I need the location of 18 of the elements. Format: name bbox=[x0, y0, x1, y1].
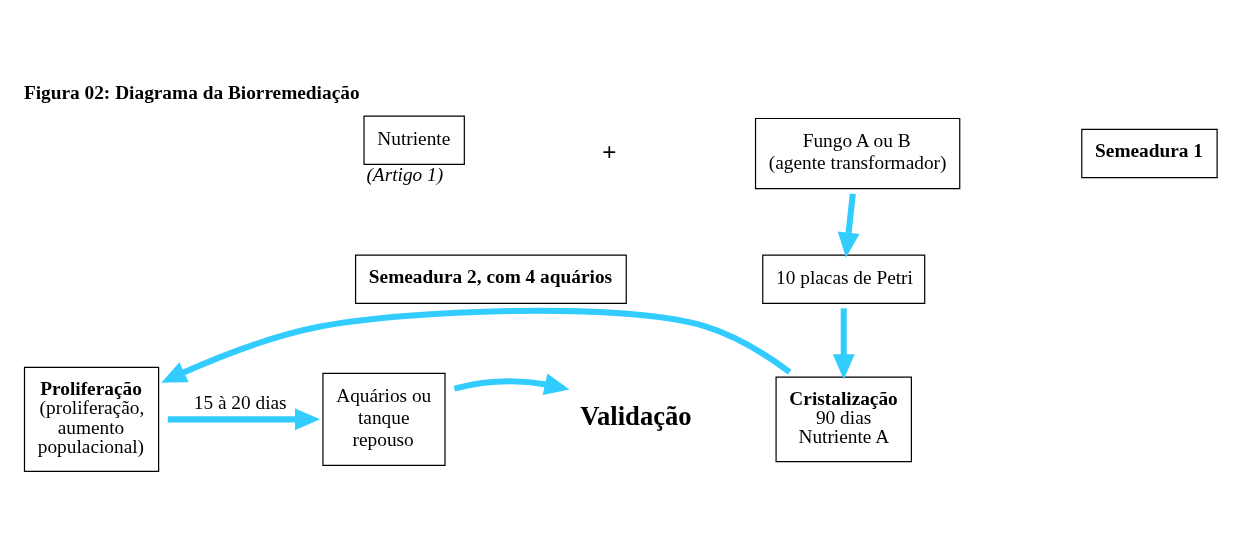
arrow bbox=[832, 307, 855, 379]
node-text: Validação bbox=[580, 400, 692, 431]
node-box: 10 placas de Petri bbox=[762, 253, 926, 304]
node-box: Fungo A ou B (agente transformador) bbox=[754, 117, 961, 189]
arrow bbox=[837, 192, 860, 258]
arrow bbox=[167, 407, 321, 430]
label: + bbox=[602, 137, 617, 165]
diagram-title: Figura 02: Diagrama da Biorremediação bbox=[23, 81, 360, 103]
node-box: Aquários ou tanque repouso bbox=[322, 372, 446, 466]
node-box: Semeadura 2, com 4 aquários bbox=[354, 253, 627, 304]
node-box: Proliferação (proliferação, aumento populacional) bbox=[23, 366, 160, 472]
node-label: (Artigo 1) bbox=[366, 163, 444, 185]
edge-label: 15 à 20 dias bbox=[193, 391, 287, 413]
arrow bbox=[453, 372, 570, 395]
arrow bbox=[161, 307, 792, 383]
node-box: Cristalização 90 dias Nutriente A bbox=[775, 375, 912, 462]
node-box: Semeadura 1 bbox=[1081, 128, 1218, 178]
node-box: Nutriente bbox=[363, 114, 465, 165]
